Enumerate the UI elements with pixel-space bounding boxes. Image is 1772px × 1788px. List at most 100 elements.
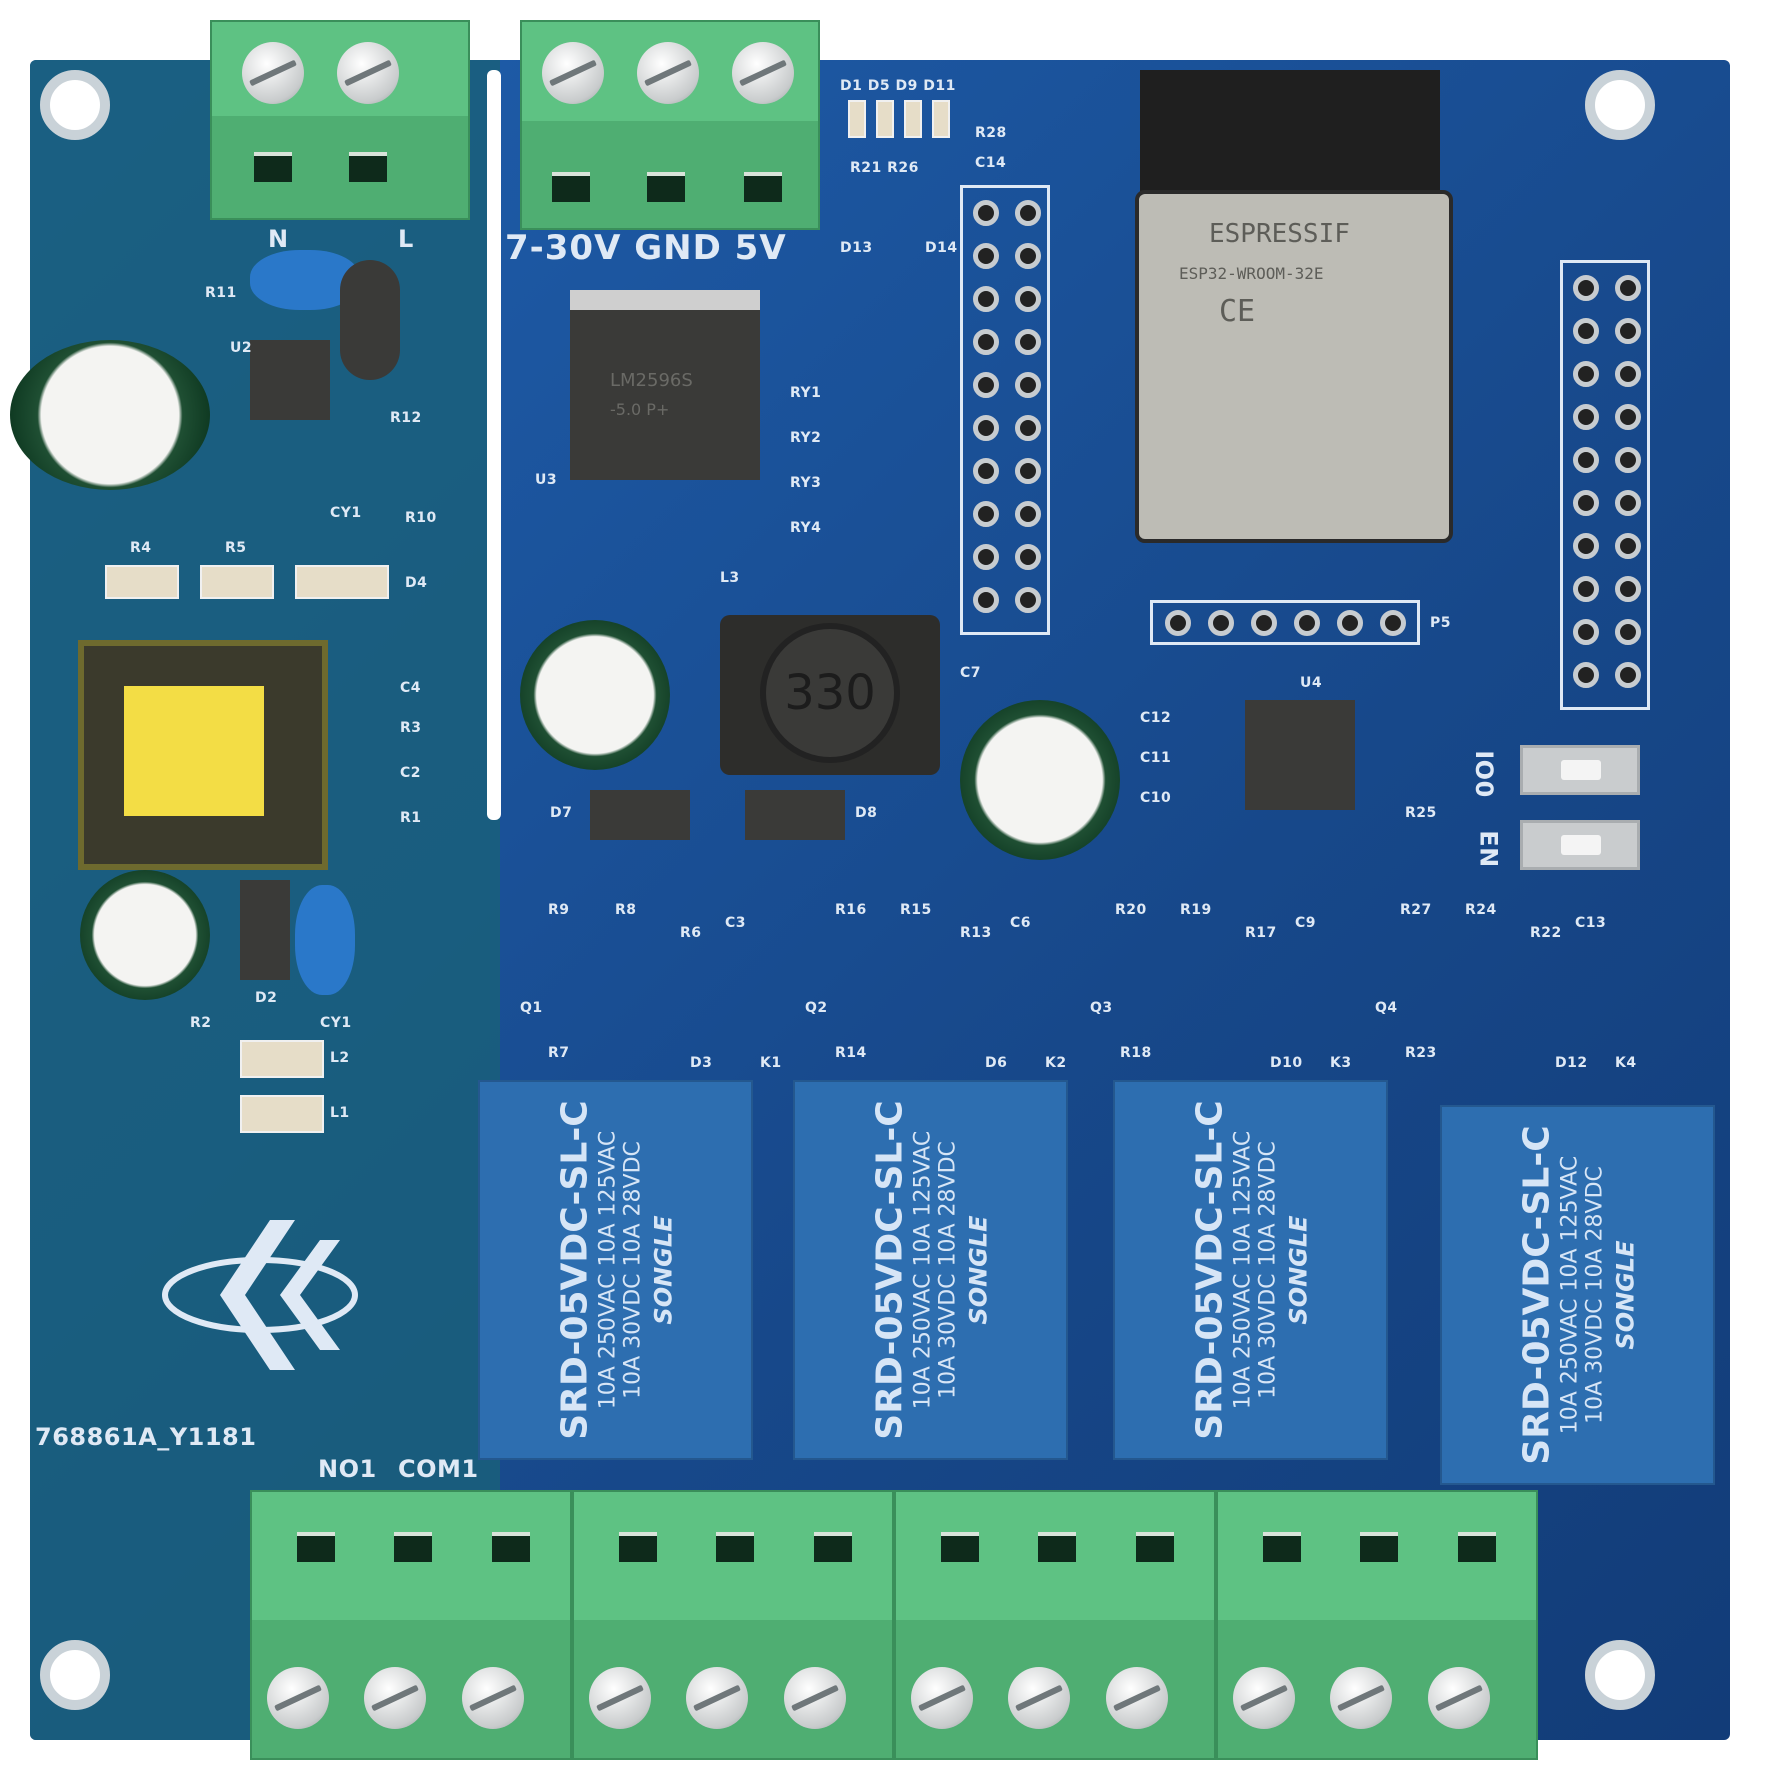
silk-c11: C11 [1140, 750, 1172, 766]
en-button[interactable] [1520, 820, 1640, 870]
silk-c10: C10 [1140, 790, 1172, 806]
silk-d10: D10 [1270, 1055, 1303, 1071]
relay-rating: 10A 250VAC 10A 125VAC [910, 1130, 935, 1410]
screw-icon[interactable] [911, 1667, 973, 1729]
silk-ry2: RY2 [790, 430, 822, 446]
relay-rating: 10A 250VAC 10A 125VAC [595, 1130, 620, 1410]
screw-icon[interactable] [462, 1667, 524, 1729]
relay-rating: 10A 250VAC 10A 125VAC [1557, 1155, 1582, 1435]
output-terminal-4[interactable] [1216, 1490, 1538, 1760]
output-terminal-2[interactable] [572, 1490, 894, 1760]
screw-icon[interactable] [589, 1667, 651, 1729]
inductor-marking: 330 [760, 623, 900, 763]
silk-l3: L3 [720, 570, 740, 586]
wire-slot[interactable] [647, 172, 685, 202]
esp-model: ESP32-WROOM-32E [1179, 264, 1324, 283]
silk-c7: C7 [960, 665, 982, 681]
relay-rating: 10A 30VDC 10A 28VDC [1255, 1141, 1280, 1399]
screw-icon[interactable] [267, 1667, 329, 1729]
silk-r20: R20 [1115, 902, 1147, 918]
inductor-l2 [240, 1040, 324, 1078]
silk-c6: C6 [1010, 915, 1032, 931]
ac-input-terminal[interactable] [210, 20, 470, 220]
relay-model: SRD-05VDC-SL-C [1516, 1125, 1557, 1465]
silk-l2: L2 [330, 1050, 350, 1066]
silk-c4: C4 [400, 680, 422, 696]
wire-slot[interactable] [349, 152, 387, 182]
led [904, 100, 922, 138]
mounting-hole-bottom-left [40, 1640, 110, 1710]
wire-slot[interactable] [744, 172, 782, 202]
silk-r1: R1 [400, 810, 422, 826]
wire-slot[interactable] [254, 152, 292, 182]
dc-input-terminal[interactable] [520, 20, 820, 230]
output-terminal-3[interactable] [894, 1490, 1216, 1760]
led [876, 100, 894, 138]
led [932, 100, 950, 138]
relay-brand: SONGLE [649, 1215, 677, 1325]
silk-d4: D4 [405, 575, 428, 591]
silk-r11: R11 [205, 285, 237, 301]
relay-brand: SONGLE [964, 1215, 992, 1325]
silk-r18: R18 [1120, 1045, 1152, 1061]
silk-c13: C13 [1575, 915, 1607, 931]
silk-c9: C9 [1295, 915, 1317, 931]
silk-d8: D8 [855, 805, 878, 821]
relay-rating: 10A 250VAC 10A 125VAC [1230, 1130, 1255, 1410]
screw-icon[interactable] [242, 42, 304, 104]
ldo-regulator [1245, 700, 1355, 810]
screw-icon[interactable] [686, 1667, 748, 1729]
silk-d3: D3 [690, 1055, 713, 1071]
screw-icon[interactable] [732, 42, 794, 104]
silk-u4: U4 [1300, 675, 1323, 691]
wire-slot[interactable] [552, 172, 590, 202]
screw-icon[interactable] [337, 42, 399, 104]
silk-q1: Q1 [520, 1000, 543, 1016]
screw-icon[interactable] [784, 1667, 846, 1729]
silk-r5: R5 [225, 540, 247, 556]
relay-rating: 10A 30VDC 10A 28VDC [1582, 1166, 1607, 1424]
screw-icon[interactable] [1008, 1667, 1070, 1729]
screw-icon[interactable] [1233, 1667, 1295, 1729]
screw-icon[interactable] [1106, 1667, 1168, 1729]
silk-r4: R4 [130, 540, 152, 556]
silk-r24: R24 [1465, 902, 1497, 918]
io0-button[interactable] [1520, 745, 1640, 795]
relay-rating: 10A 30VDC 10A 28VDC [620, 1141, 645, 1399]
gpio-header-left[interactable] [960, 185, 1050, 635]
silk-d7: D7 [550, 805, 573, 821]
screw-icon[interactable] [637, 42, 699, 104]
power-inductor: 330 [720, 615, 940, 775]
silk-r16: R16 [835, 902, 867, 918]
screw-icon[interactable] [1428, 1667, 1490, 1729]
silk-r25: R25 [1405, 805, 1437, 821]
electrolytic-capacitor [960, 700, 1120, 860]
silk-k4: K4 [1615, 1055, 1637, 1071]
silk-u3: U3 [535, 472, 558, 488]
screw-icon[interactable] [1330, 1667, 1392, 1729]
esp32-antenna [1140, 70, 1440, 195]
p5-header[interactable] [1150, 600, 1420, 645]
electrolytic-capacitor [80, 870, 210, 1000]
mounting-hole-top-left [40, 70, 110, 140]
silk-ry1: RY1 [790, 385, 822, 401]
isolation-slot [487, 70, 501, 820]
silk-no1: NO1 [318, 1455, 377, 1483]
smd-diode [240, 880, 290, 980]
silk-c3: C3 [725, 915, 747, 931]
relay-k4: SRD-05VDC-SL-C 10A 250VAC 10A 125VAC 10A… [1440, 1105, 1715, 1485]
gpio-header-right[interactable] [1560, 260, 1650, 710]
electrolytic-capacitor [520, 620, 670, 770]
screw-icon[interactable] [542, 42, 604, 104]
relay-model: SRD-05VDC-SL-C [554, 1100, 595, 1440]
board-id: 768861A_Y1181 [35, 1423, 257, 1451]
output-terminal-1[interactable] [250, 1490, 572, 1760]
y-capacitor [295, 885, 355, 995]
silk-leds: D1 D5 D9 D11 [840, 78, 956, 94]
relay-k1: SRD-05VDC-SL-C 10A 250VAC 10A 125VAC 10A… [478, 1080, 753, 1460]
silk-ry3: RY3 [790, 475, 822, 491]
screw-icon[interactable] [364, 1667, 426, 1729]
inductor-l1 [240, 1095, 324, 1133]
silk-u2: U2 [230, 340, 253, 356]
silk-r21-r26: R21 R26 [850, 160, 919, 176]
